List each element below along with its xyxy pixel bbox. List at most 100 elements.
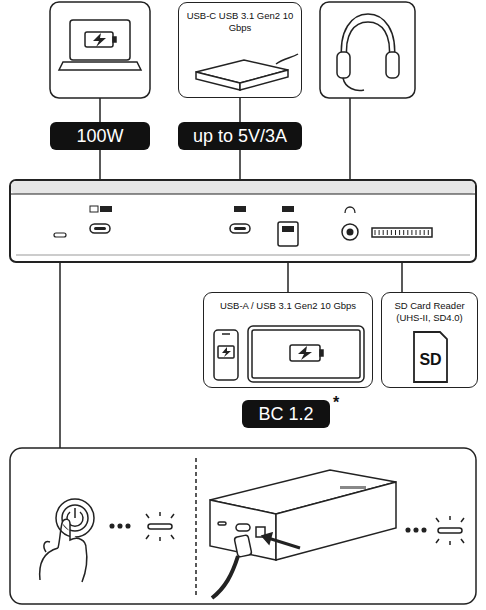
- sd-slot-teeth: [395, 230, 396, 235]
- dock-body: [282, 206, 294, 212]
- phone-tablet-icons: [248, 326, 364, 382]
- dock-body: [234, 227, 246, 230]
- phone-tablet-icons: [320, 350, 323, 356]
- dock-body: [90, 224, 110, 233]
- charging-label: BC 1.2: [242, 400, 330, 428]
- dock-body: [10, 180, 476, 262]
- pill-text: up to 5V/3A: [193, 126, 287, 147]
- footnote-mark: *: [330, 394, 342, 412]
- instruction-panel: [40, 519, 87, 582]
- leader-line: [99, 98, 101, 122]
- laptop-icon-box: [93, 33, 106, 47]
- sd-slot-teeth: [420, 230, 421, 235]
- instruction-panel: [118, 524, 122, 528]
- phone-tablet-icons: [222, 347, 231, 357]
- sd-slot-teeth: [428, 230, 429, 235]
- instruction-panel: [436, 516, 464, 545]
- sd-slot-teeth: [375, 230, 376, 235]
- dock-body: [16, 255, 470, 256]
- phone-tablet-icons: [298, 346, 312, 360]
- usb-drive-icon: [196, 54, 298, 90]
- usb-drive-icon: [276, 54, 298, 64]
- sd-slot-teeth: [407, 230, 408, 235]
- dock-body: [278, 222, 298, 246]
- dock-body: [100, 206, 112, 212]
- sd-slot-teeth: [416, 230, 417, 235]
- sd-slot-teeth: [399, 230, 400, 235]
- dock-body: [345, 207, 355, 213]
- laptop-icon-box: [113, 37, 116, 42]
- dock-body: [342, 224, 358, 240]
- phone-tablet-icons: [214, 330, 238, 380]
- dock-body: [282, 226, 294, 232]
- phone-tablet-icons: [218, 346, 234, 358]
- port-device-box: USB-C USB 3.1 Gen2 10 Gbps: [178, 2, 302, 98]
- phone-tablet-icons: [290, 345, 320, 361]
- headset-icon-box: [343, 78, 364, 91]
- phone-tablet-icons: [222, 333, 230, 335]
- instruction-panel: [74, 508, 76, 518]
- dock-body: [90, 206, 98, 212]
- instruction-panel: [44, 542, 50, 552]
- instruction-panel: [414, 528, 418, 532]
- phone-tablet-icons: [252, 330, 360, 378]
- instruction-panel: [148, 524, 172, 529]
- instruction-panel: [10, 448, 476, 604]
- instruction-panel: [110, 524, 114, 528]
- sd-slot-teeth: [375, 230, 428, 235]
- headset-icon-box: [346, 22, 389, 60]
- leader-line: [60, 98, 402, 448]
- sd-card-icon: [414, 332, 447, 382]
- headset-icon-box: [386, 52, 399, 78]
- connector-line: [239, 98, 241, 122]
- laptop-icon-box: [50, 2, 150, 98]
- sd-slot-teeth: [379, 230, 380, 235]
- sd-slot-teeth: [383, 230, 384, 235]
- dock-body: [10, 180, 476, 262]
- instruction-panel: [262, 533, 272, 544]
- instruction-panel: [406, 528, 410, 532]
- pill-text: 100W: [76, 126, 123, 147]
- instruction-panel: [438, 528, 462, 533]
- box-caption: USB-C USB 3.1 Gen2 10 Gbps: [185, 10, 295, 34]
- sd-slot-teeth: [403, 230, 404, 235]
- sd-slot-teeth: [411, 230, 412, 235]
- box-caption: USB-A / USB 3.1 Gen2 10 Gbps: [210, 300, 366, 312]
- instruction-panel: [10, 448, 476, 604]
- laptop-icon-box: [85, 32, 113, 47]
- instruction-panel: [146, 512, 174, 541]
- sd-slot-teeth: [424, 230, 425, 235]
- headset-icon-box: [320, 2, 415, 98]
- port-device-box: USB-A / USB 3.1 Gen2 10 Gbps: [203, 292, 373, 388]
- pill-text: BC 1.2: [258, 404, 313, 425]
- instruction-panel: [234, 535, 252, 557]
- dock-body: [347, 229, 354, 236]
- instruction-panel: [236, 524, 250, 531]
- sd-slot-teeth: [391, 230, 392, 235]
- instruction-panel: [218, 522, 226, 525]
- instruction-panel: [62, 505, 88, 531]
- instruction-panel: [268, 538, 300, 548]
- dock-body: [10, 194, 476, 195]
- instruction-panel: [56, 499, 94, 537]
- laptop-icon-box: [70, 20, 130, 60]
- laptop-icon-box: [50, 2, 150, 98]
- phone-tablet-icons: [214, 326, 364, 382]
- sd-card-text: SD: [414, 351, 447, 369]
- instruction-panel: [422, 528, 426, 532]
- headset-icon-box: [337, 52, 350, 78]
- dock-body: [94, 227, 106, 230]
- usb-drive-icon: [240, 70, 288, 90]
- leader-line: [59, 240, 61, 448]
- instruction-panel: [276, 482, 396, 560]
- port-device-box: SD Card Reader (UHS-II, SD4.0): [381, 292, 478, 388]
- laptop-icon-box: [59, 62, 141, 70]
- power-label: up to 5V/3A: [178, 122, 302, 150]
- dock-body: [11, 181, 475, 194]
- instruction-panel: [340, 486, 366, 489]
- dock-body: [234, 206, 246, 212]
- dock-body: [230, 224, 250, 233]
- instruction-panel: [195, 458, 197, 595]
- dock-body: [54, 233, 66, 237]
- instruction-panel: [126, 524, 130, 528]
